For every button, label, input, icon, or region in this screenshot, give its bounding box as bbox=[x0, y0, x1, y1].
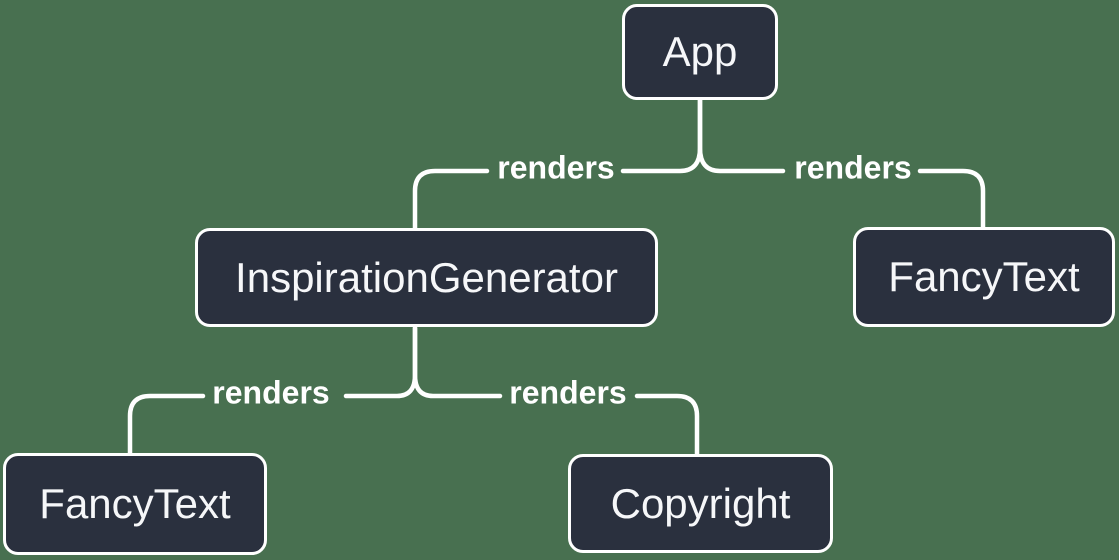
node-inspiration-generator: InspirationGenerator bbox=[195, 228, 658, 327]
node-copyright: Copyright bbox=[568, 454, 833, 553]
edge-label-renders-inspiration-copyright: renders bbox=[509, 374, 627, 411]
edge-inspiration-branches bbox=[127, 325, 700, 457]
edge-label-renders-inspiration-fancytext: renders bbox=[212, 374, 330, 411]
edge-label-renders-app-fancytext: renders bbox=[794, 149, 912, 186]
node-fancytext-top: FancyText bbox=[853, 227, 1115, 327]
edge-app-branches bbox=[412, 97, 986, 231]
node-app: App bbox=[622, 4, 778, 100]
edge-label-renders-app-inspiration: renders bbox=[497, 149, 615, 186]
node-fancytext-bottom: FancyText bbox=[3, 453, 267, 555]
